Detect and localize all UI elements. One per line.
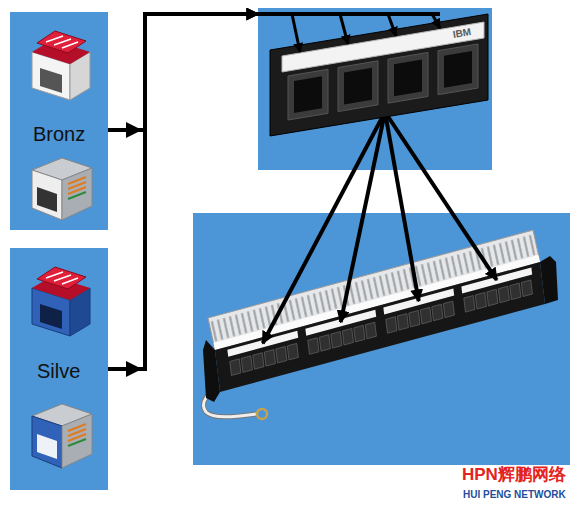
faceplate-slot [338,61,378,112]
port-group [464,280,533,312]
wire-code [68,439,86,446]
jack-cap-top [37,31,86,53]
connector [108,14,258,130]
wire-code [68,177,86,194]
jack-front [32,170,62,220]
slot-arrow [432,14,440,28]
keystone-jacks [10,12,108,230]
label-strip [461,267,532,293]
faceplate-slot [388,52,428,103]
port-group [230,343,299,375]
jack-panel: Silve [10,248,108,490]
jack-side [62,168,92,220]
faceplate-slot [288,69,328,120]
jack-opening [40,304,62,329]
watermark: HPN辉鹏网络 [462,466,566,485]
jack-side [62,414,92,468]
jack-panel: Bronz [10,12,108,230]
wire-code [68,424,86,441]
ring-terminal [257,409,267,419]
panel-label: Silve [37,360,80,383]
patch-panel-background [193,213,570,465]
mounting-ear [540,256,558,304]
connector [108,14,258,369]
slot-arrow [340,14,348,44]
watermark: HUI PENG NETWORK [463,489,566,500]
label-strip [227,331,298,357]
distribution-bar [258,12,440,16]
jack-opening [37,434,57,459]
jack-opening [37,187,57,212]
jack-cap-top [37,267,86,289]
slot-arrow [388,14,396,36]
slot-opening [394,59,422,96]
jack-opening [40,68,62,93]
slot-arrow [292,14,300,52]
faceplate-frame [270,14,488,136]
wire-code [68,192,86,199]
port-group [308,322,377,354]
panel-label: Bronz [33,123,85,146]
patch-panel-front [215,262,545,392]
slot-opening [294,76,322,113]
slot-opening [344,68,372,105]
mounting-ear [203,340,220,402]
cap-slots [46,36,78,48]
faceplate-slot [438,44,478,95]
front-face [215,262,545,392]
jack-front [32,416,62,468]
port-group [386,301,455,333]
faceplate-panel: IBM [258,8,492,170]
cap-slots [46,272,78,284]
slot-opening [444,51,472,88]
leader-arrow [385,112,492,170]
